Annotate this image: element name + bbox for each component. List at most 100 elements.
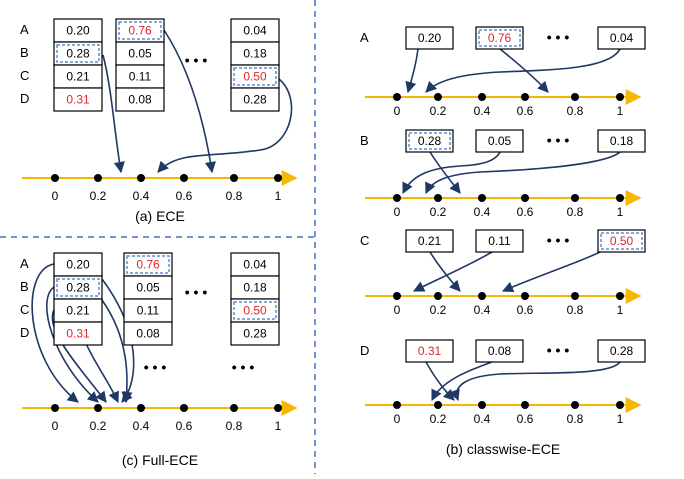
value-cell: 0.04 [597,26,646,50]
value-cell: 0.05 [123,275,173,300]
tick-label: 0.8 [226,419,243,433]
arrow-c-a [31,263,79,403]
tick-label: 0.8 [567,303,584,317]
class-label-a: A [20,256,29,271]
arrow-b-b-1 [429,151,461,194]
cell-value: 0.08 [488,344,512,358]
ellipsis: • • • [232,359,255,375]
ellipsis: • • • [185,284,208,300]
cell-value: 0.18 [243,47,267,61]
value-cell: 0.28 [230,87,280,112]
tick-label: 0.8 [567,412,584,426]
class-label-a: A [360,30,369,45]
arrow-c-b [46,286,99,403]
tick-label: 0.2 [430,205,447,219]
selected-max-marker [126,255,170,274]
tick-label: 0.2 [430,303,447,317]
tick-dot [478,93,486,101]
tick-dot [393,93,401,101]
tick-dot [230,174,238,182]
tick-dot [137,174,145,182]
panel-c-column-2: 0.760.050.110.08 [123,252,173,346]
tick-label: 0.6 [517,412,534,426]
cell-value: 0.04 [243,24,267,38]
tick-label: 0 [52,419,59,433]
cell-value: 0.28 [610,344,634,358]
tick-dot [393,292,401,300]
tick-dot [478,401,486,409]
tick-dot [616,292,624,300]
value-cell: 0.31 [405,339,454,363]
cell-value: 0.18 [243,281,267,295]
value-cell: 0.18 [230,41,280,66]
value-cell: 0.08 [123,321,173,346]
value-cell: 0.11 [475,229,524,253]
tick-dot [478,194,486,202]
tick-label: 0.4 [474,205,491,219]
boxes-layer: ABCD0.200.280.210.310.760.050.110.080.04… [20,18,646,375]
ellipsis: • • • [185,52,208,68]
tick-dot [230,404,238,412]
value-cell: 0.11 [115,64,165,89]
tick-dot [137,404,145,412]
caption-classwise-ece: (b) classwise-ECE [446,441,560,457]
arrow-b-c-1 [429,251,461,292]
cell-value: 0.31 [66,327,90,341]
value-cell: 0.31 [53,321,103,346]
value-cell: 0.05 [475,129,524,153]
tick-dot [94,404,102,412]
tick-dot [521,292,529,300]
value-cell: 0.28 [230,321,280,346]
cell-value: 0.28 [66,281,90,295]
tick-label: 1 [617,412,624,426]
tick-label: 0.8 [226,189,243,203]
tick-dot [180,404,188,412]
tick-label: 0 [52,189,59,203]
value-cell: 0.08 [475,339,524,363]
value-cell: 0.18 [597,129,646,153]
arrow-c-c [51,309,107,403]
tick-dot [180,174,188,182]
tick-label: 0.4 [474,303,491,317]
tick-label: 0 [394,303,401,317]
caption-full-ece: (c) Full-ECE [122,452,198,468]
value-cell: 0.28 [53,41,103,66]
cell-value: 0.50 [243,70,267,84]
value-cell: 0.20 [53,252,103,277]
tick-label: 0.2 [90,419,107,433]
value-cell: 0.20 [405,26,454,50]
ellipsis: • • • [547,132,570,148]
value-cell: 0.76 [123,252,173,277]
tick-label: 1 [275,419,282,433]
value-cell: 0.20 [53,18,103,43]
value-cell: 0.28 [53,275,103,300]
arrow-b-d-2 [431,361,493,402]
tick-label: 0.4 [133,419,150,433]
cell-value: 0.18 [610,134,634,148]
tick-dot [393,194,401,202]
tick-dot [434,292,442,300]
cell-value: 0.05 [136,281,160,295]
class-label-c: C [360,233,369,248]
tick-dot [51,404,59,412]
cell-value: 0.50 [243,304,267,318]
tick-dot [616,401,624,409]
value-cell: 0.50 [597,229,646,253]
tick-label: 1 [617,205,624,219]
arrow-a-max-3 [157,78,293,173]
caption-ece: (a) ECE [135,208,185,224]
cell-value: 0.11 [488,234,511,248]
value-cell: 0.21 [53,64,103,89]
value-cell: 0.76 [115,18,165,43]
tick-dot [616,93,624,101]
cell-value: 0.31 [418,344,442,358]
class-label-c: C [20,68,29,83]
tick-dot [393,401,401,409]
tick-label: 0.4 [133,189,150,203]
tick-label: 0.6 [517,104,534,118]
